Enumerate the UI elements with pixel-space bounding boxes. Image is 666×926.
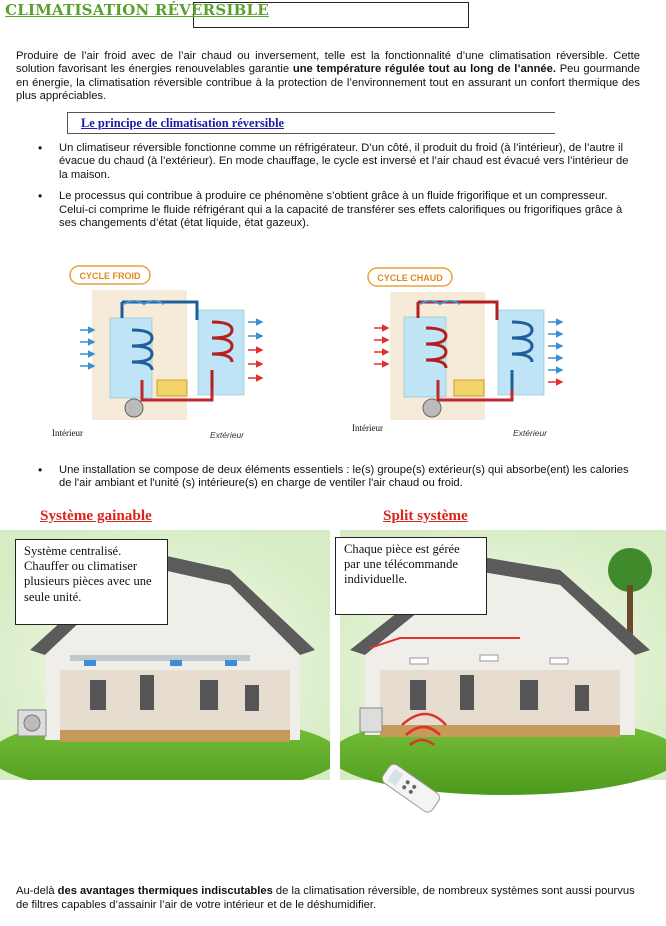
cycle-chaud-exterior-label: Extérieur (513, 428, 548, 438)
subheading-box (67, 112, 555, 134)
cycle-chaud-label: CYCLE CHAUD (377, 273, 443, 283)
gainable-heading: Système gainable (40, 507, 152, 524)
intro-bold: une température régulée tout au long de … (292, 63, 556, 76)
installation-list: Une installation se compose de deux élém… (38, 464, 638, 499)
intro-text-1: Produire de l’air froid avec de l’air ch… (16, 50, 640, 76)
final-text-2: de la climatisation réversible, de nombr… (16, 885, 635, 911)
principle-list: Un climatiseur réversible fonctionne com… (38, 142, 638, 238)
cycle-froid-exterior-label: Extérieur (210, 430, 245, 440)
cycle-froid-interior-label: Intérieur (52, 428, 83, 438)
final-bold: des avantages thermiques indiscutables (57, 885, 273, 897)
bullet-1: Un climatiseur réversible fonctionne com… (38, 142, 638, 182)
final-paragraph: Au-delà des avantages thermiques indiscu… (16, 884, 646, 912)
cycle-froid-diagram: CYCLE FROID (69, 265, 264, 420)
intro-paragraph: Produire de l’air froid avec de l’air ch… (16, 50, 640, 104)
intro-text-2: Peu gourmande en énergie, la climatisati… (16, 63, 640, 103)
page-title: CLIMATISATION RÉVERSIBLE (5, 1, 269, 19)
cycle-chaud-diagram: CYCLE CHAUD (367, 267, 564, 420)
final-text-1: Au-delà (16, 885, 58, 897)
cycle-chaud-interior-label: Intérieur (352, 423, 383, 433)
gainable-house-illustration (0, 530, 330, 780)
cycle-froid-label: CYCLE FROID (79, 271, 141, 281)
split-heading: Split système (383, 507, 468, 524)
split-callout: Chaque pièce est gérée par une télécomma… (335, 537, 487, 615)
bullet-3: Une installation se compose de deux élém… (38, 464, 638, 491)
subheading: Le principe de climatisation réversible (81, 116, 285, 130)
title-box (193, 2, 469, 28)
gainable-callout: Système centralisé. Chauffer ou climatis… (15, 539, 168, 625)
bullet-2: Le processus qui contribue à produire ce… (38, 190, 638, 230)
